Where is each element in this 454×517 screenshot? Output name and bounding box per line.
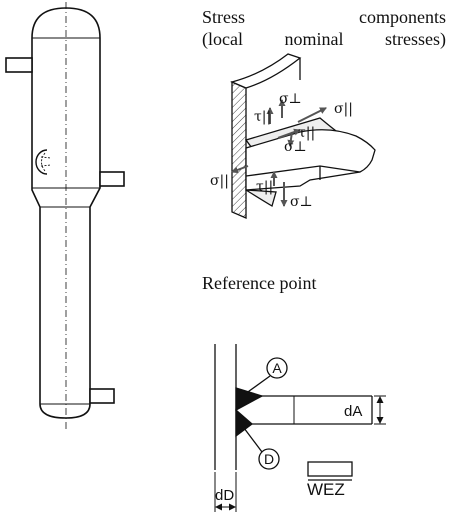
tau-par-label-bottom: τ|| (256, 179, 273, 195)
lower-right-nozzle (89, 388, 115, 404)
sigma-par-label-left: σ|| (210, 173, 229, 189)
upper-left-nozzle (5, 57, 33, 73)
stress-arrows (231, 99, 327, 207)
dim-d-label: dD (215, 487, 234, 504)
leader-line-a (244, 375, 271, 395)
wez-label: WEZ (307, 480, 345, 499)
vertical-plate-hatched (231, 81, 247, 219)
tau-par-center-arrow (277, 128, 301, 139)
sigma-par-label-right: σ|| (334, 101, 353, 117)
sigma-perp-center-arrow (287, 131, 295, 147)
horizontal-plate (245, 129, 376, 191)
sigma-par-right-arrow (297, 107, 327, 123)
point-d-circle (258, 448, 280, 470)
reference-point-detail (214, 344, 386, 512)
middle-right-nozzle (99, 171, 125, 187)
stress-title-word: (local (202, 29, 243, 49)
upper-fillet-weld (235, 387, 264, 412)
sigma-par-left-arrow (231, 165, 249, 174)
stress-title-word: Stress (202, 7, 246, 27)
plate-top-surface (230, 53, 302, 89)
detail-marker-circle (35, 149, 48, 175)
stress-title-line-2: (local nominal stresses) (202, 28, 446, 50)
sigma-perp-label-center: σ⊥ (284, 139, 307, 155)
tau-par-label-left: τ|| (254, 109, 271, 125)
lower-weld (245, 189, 277, 207)
reference-labels: A D dA dD WEZ (215, 360, 362, 504)
wez-legend-swatch (307, 461, 353, 477)
stress-title-line-1: Stress components (202, 6, 446, 28)
leader-line-d (243, 427, 263, 453)
point-d-label: D (264, 451, 274, 467)
detail-marker-inner (40, 152, 52, 172)
lower-fillet-weld (235, 408, 254, 438)
stress-title-word: nominal (284, 29, 344, 49)
point-a-circle (266, 357, 288, 379)
stress-title-word: stresses) (385, 29, 447, 49)
dim-a-label: dA (344, 403, 362, 420)
tau-par-label-center: τ|| (298, 125, 315, 141)
pressure-vessel (5, 2, 125, 430)
sigma-perp-label-top: σ⊥ (279, 91, 302, 107)
point-a-label: A (272, 360, 282, 376)
stress-title-word: components (359, 7, 446, 27)
stress-labels: σ⊥ τ|| σ|| τ|| σ⊥ σ|| τ|| σ⊥ (210, 91, 353, 210)
sigma-perp-label-bottom: σ⊥ (290, 194, 313, 210)
reference-point-title: Reference point (202, 273, 317, 293)
fillet-weld-stress-sketch (230, 53, 376, 219)
stress-components-title: Stress components (local nominal stresse… (202, 6, 446, 50)
